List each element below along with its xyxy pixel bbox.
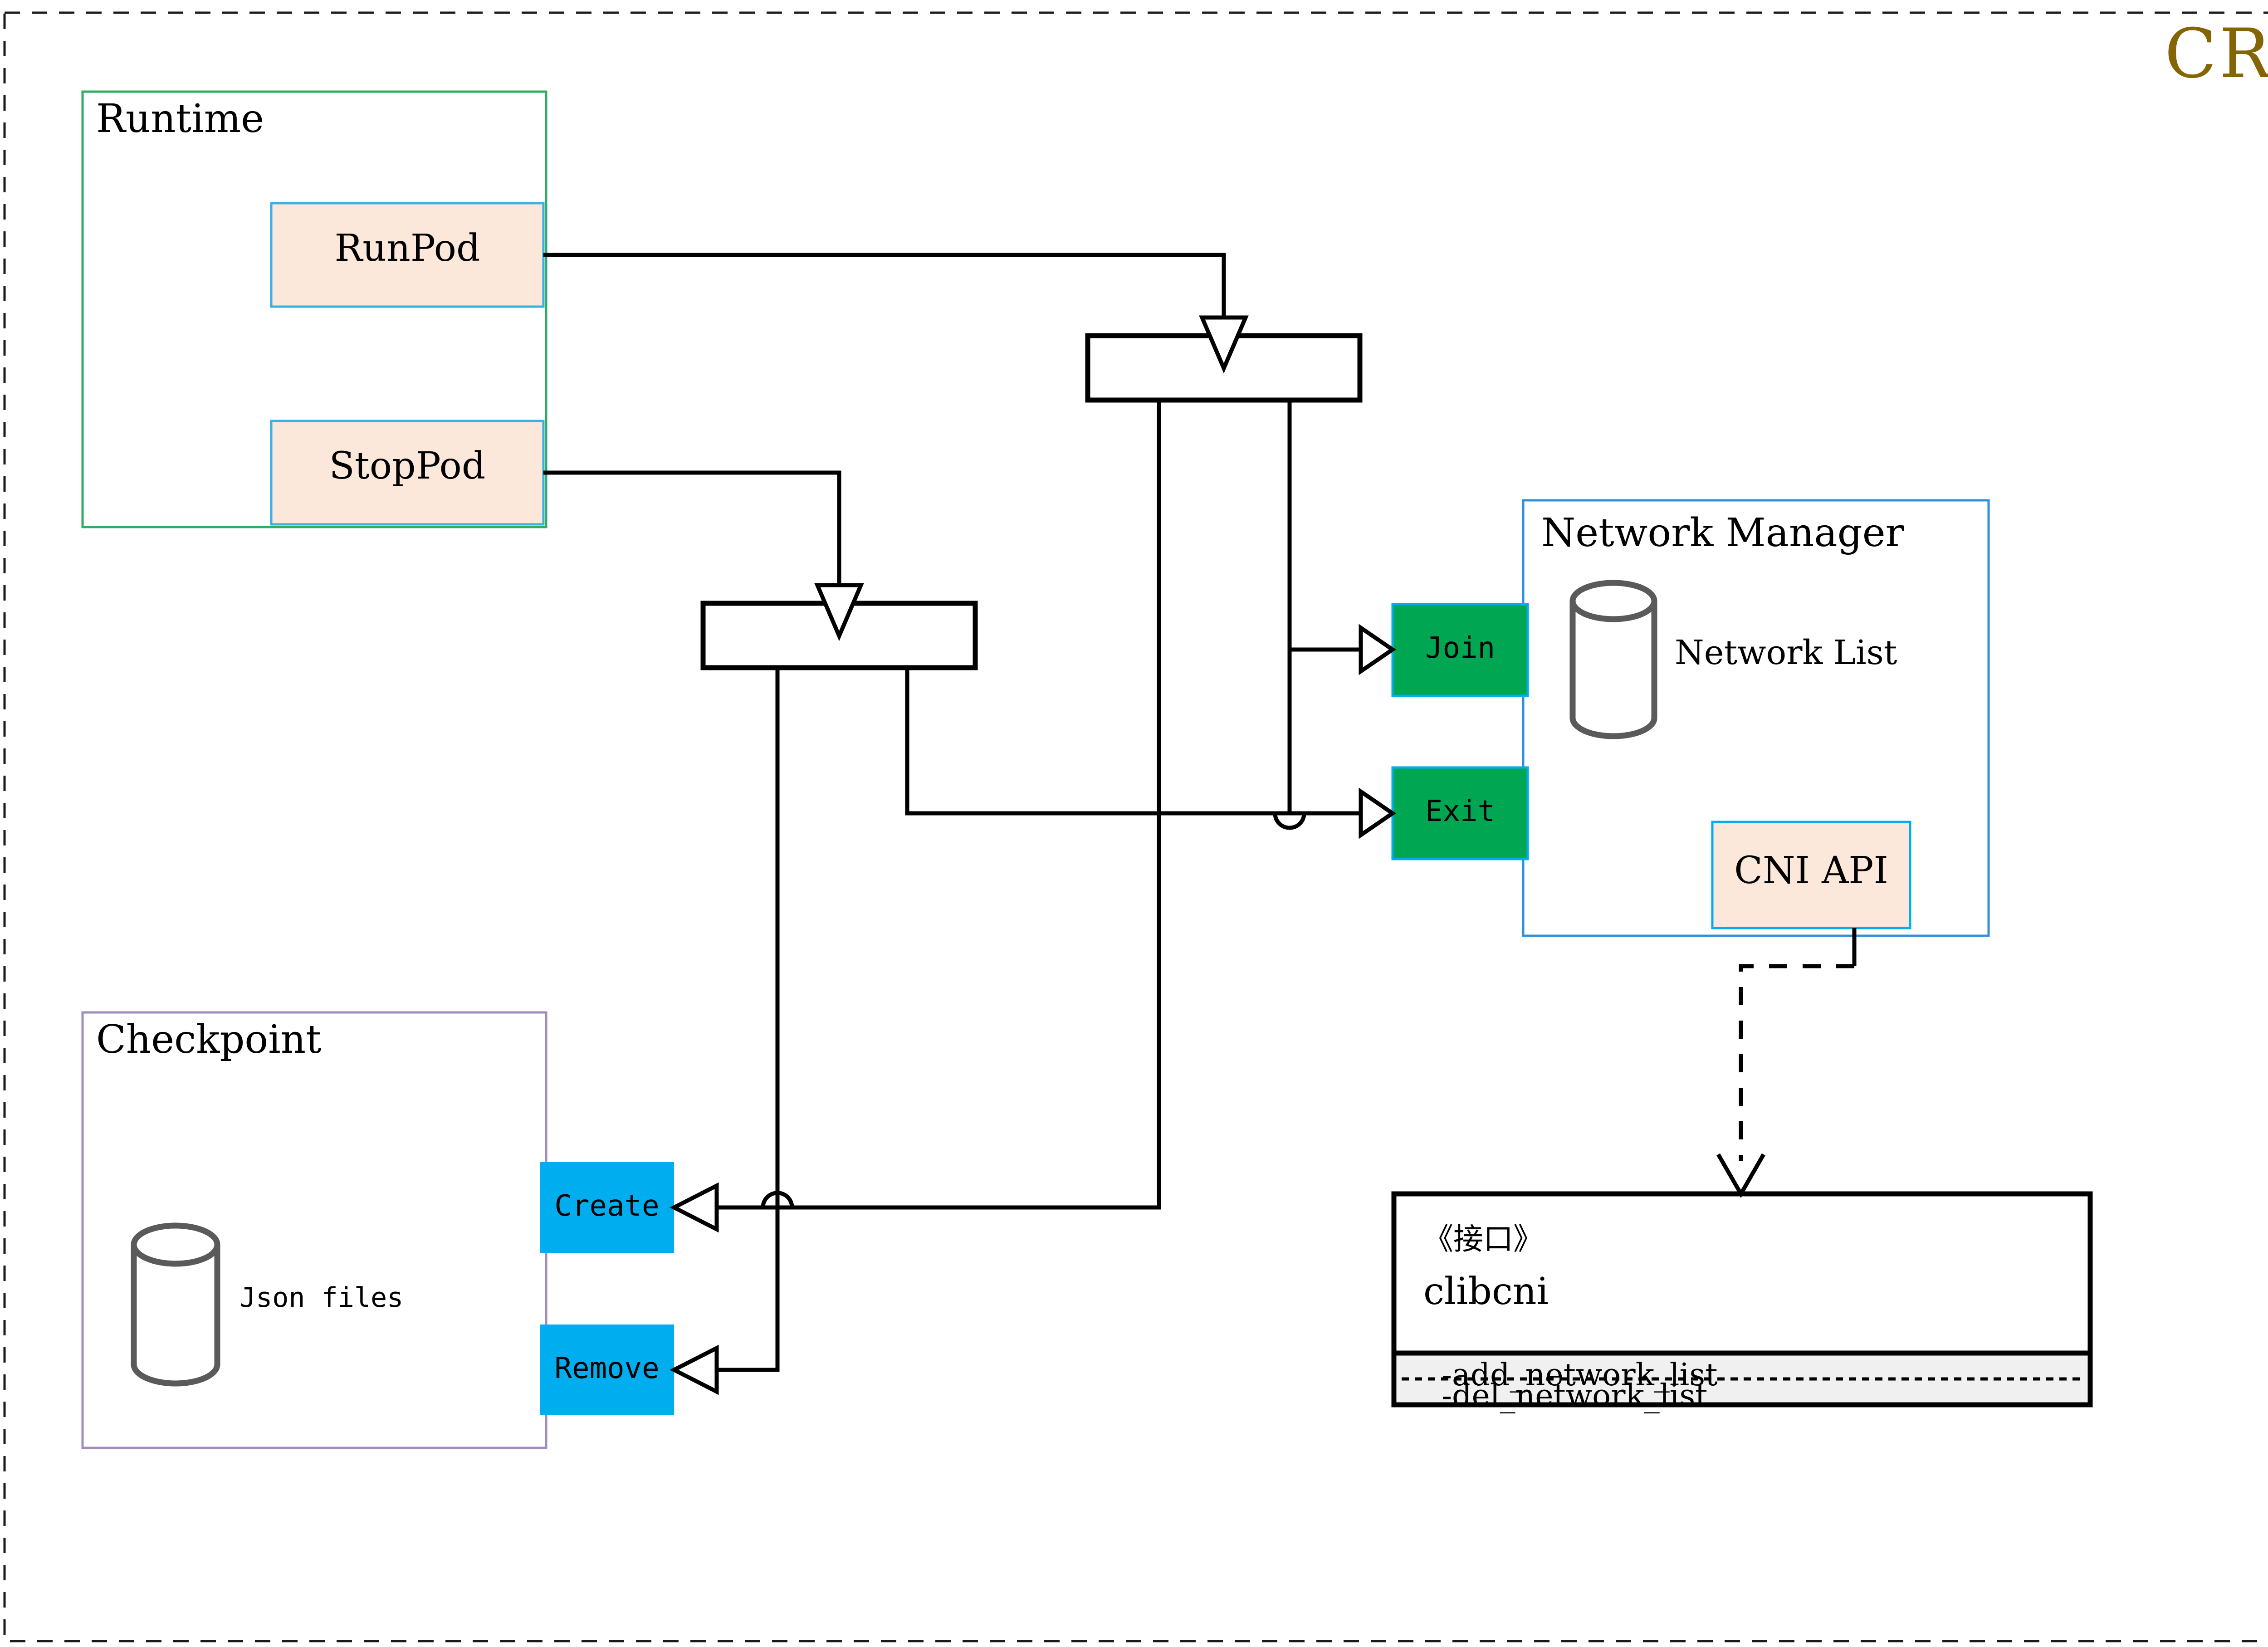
port-join-label[interactable]: Join [1425, 631, 1496, 665]
port-create-box[interactable] [540, 1162, 674, 1253]
datastore-json-files-label: Json files [240, 1282, 404, 1314]
op-runpod-label[interactable]: RunPod [334, 227, 480, 270]
edge-to-remove-arrowhead [670, 1344, 719, 1395]
edge-junction-stop-right-leg [905, 668, 1290, 816]
datastore-network-list-label: Network List [1675, 633, 1897, 672]
op-stoppod-label[interactable]: StopPod [329, 445, 486, 488]
op-cni-api-label[interactable]: CNI API [1734, 849, 1888, 892]
port-remove-label[interactable]: Remove [554, 1352, 660, 1385]
op-runpod-box[interactable] [270, 202, 545, 308]
edge-runpod-to-junction [543, 253, 1226, 318]
outer-dashed-frame [3, 11, 2268, 1642]
page-title: CRI [2165, 15, 2268, 93]
edge-to-exit-arrowhead [1359, 787, 1396, 839]
group-runtime-label: Runtime [96, 96, 264, 142]
edge-junction-run-right-leg [1287, 400, 1361, 816]
port-exit-box[interactable] [1391, 766, 1529, 860]
edge-realization-arrowhead [1716, 1153, 1765, 1198]
interface-stereotype-label: 《接口》 [1423, 1222, 1543, 1256]
edge-runpod-arrowhead [1199, 315, 1249, 374]
edge-junction-stop-to-join [1287, 647, 1361, 813]
edge-to-create-arrowhead [670, 1182, 719, 1233]
op-stoppod-box[interactable] [270, 420, 545, 526]
port-join-box[interactable] [1391, 603, 1529, 697]
edge-hop-exit-line [1273, 813, 1306, 830]
port-remove-box[interactable] [540, 1324, 674, 1415]
datastore-network-list-icon [1569, 580, 1657, 739]
op-cni-api-box[interactable] [1711, 821, 1911, 929]
edge-junction-run-left-leg [717, 400, 1161, 1210]
edge-stoppod-arrowhead [814, 583, 864, 641]
edge-to-join-arrowhead [1359, 624, 1396, 675]
edge-junction-stop-left-leg [717, 668, 780, 1372]
interface-name-label: clibcni [1423, 1270, 1549, 1313]
edge-stoppod-to-junction [543, 470, 841, 585]
group-checkpoint-label: Checkpoint [96, 1017, 322, 1062]
datastore-json-files-icon [131, 1222, 220, 1387]
port-exit-label[interactable]: Exit [1425, 795, 1496, 828]
interface-method-add: -add_network_list [1442, 1357, 1718, 1393]
port-create-label[interactable]: Create [554, 1189, 660, 1223]
group-network-manager-label: Network Manager [1541, 510, 1904, 556]
edge-cni-api-to-clibcni-dashed [1739, 964, 1854, 1161]
interface-method-del: -del_network_list [1442, 1378, 1708, 1414]
